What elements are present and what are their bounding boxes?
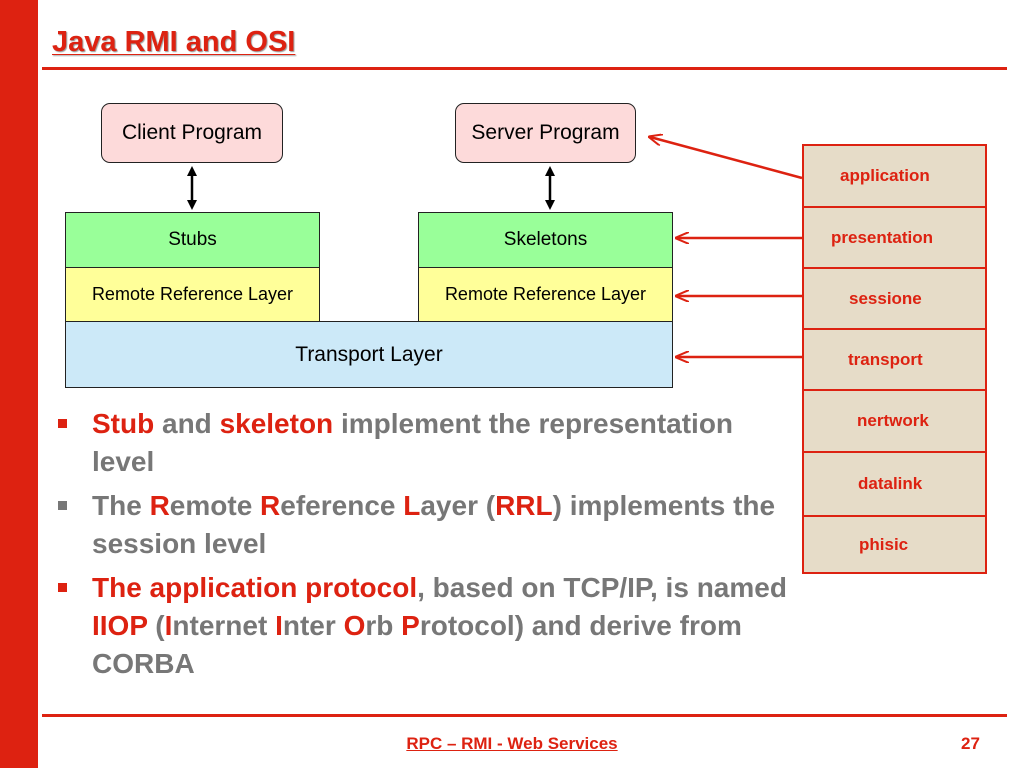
application-mapping-arrow: [650, 137, 803, 180]
stubs-box: Stubs: [65, 212, 320, 268]
bullet-stub-skeleton: Stub and skeleton implement the represen…: [58, 405, 788, 481]
left-accent-bar: [0, 0, 38, 768]
title-divider: [42, 67, 1007, 70]
osi-layer-application: application: [840, 166, 930, 185]
footer-divider: [42, 714, 1007, 717]
client-program-box: Client Program: [101, 103, 283, 163]
square-bullet-icon: [58, 419, 67, 428]
osi-stack: application presentation sessione transp…: [802, 144, 987, 574]
osi-layer-presentation: presentation: [831, 227, 934, 247]
bullet-application-protocol: The application protocol, based on TCP/I…: [58, 569, 788, 683]
footer-title: RPC – RMI - Web Services: [406, 734, 618, 753]
server-program-box: Server Program: [455, 103, 636, 163]
bullet-rrl: The Remote Reference Layer (RRL) impleme…: [58, 487, 788, 563]
square-bullet-icon: [58, 583, 67, 592]
osi-layer-session: sessione: [849, 288, 922, 308]
osi-divider: [804, 389, 985, 391]
square-bullet-icon: [58, 501, 67, 510]
osi-divider: [804, 451, 985, 453]
osi-divider: [804, 206, 985, 208]
bullet-list: Stub and skeleton implement the represen…: [58, 405, 788, 689]
osi-layer-transport: transport: [848, 349, 923, 369]
page-number: 27: [961, 734, 980, 753]
osi-layer-network: nertwork: [857, 411, 929, 430]
osi-divider: [804, 328, 985, 330]
transport-layer-box: Transport Layer: [65, 321, 673, 388]
osi-layer-physical: phisic: [859, 534, 909, 554]
client-remote-reference-layer-box: Remote Reference Layer: [65, 267, 320, 322]
server-remote-reference-layer-box: Remote Reference Layer: [418, 267, 673, 322]
skeletons-box: Skeletons: [418, 212, 673, 268]
slide-title: Java RMI and OSI: [52, 26, 296, 58]
osi-divider: [804, 515, 985, 517]
osi-layer-datalink: datalink: [858, 474, 923, 493]
osi-divider: [804, 267, 985, 269]
